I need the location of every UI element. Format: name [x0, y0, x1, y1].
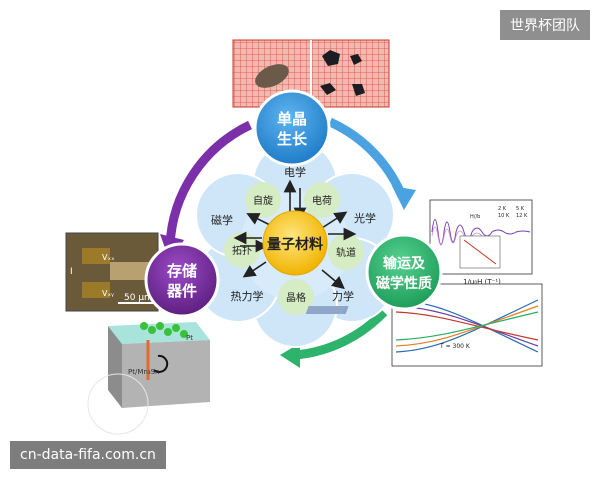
plot-top-legend-2: 10 K: [498, 213, 510, 219]
arc-green: [295, 308, 388, 360]
prop-lattice: 晶格: [286, 291, 306, 304]
plot-oscillation: H//b 2 K 5 K 10 K 12 K 1/μ₀H (T⁻¹): [429, 199, 533, 286]
svg-text:Pt/Mn₃Sn: Pt/Mn₃Sn: [128, 368, 160, 376]
prop-optical: 光学: [354, 211, 376, 225]
node-transport-line2: 磁学性质: [376, 275, 432, 292]
node-device-line1: 存储: [167, 262, 197, 280]
inner-bubbles: [224, 182, 364, 315]
node-transport-line1: 输运及: [383, 255, 426, 272]
prop-magnetic: 磁学: [211, 213, 233, 227]
node-growth-line1: 单晶: [277, 110, 307, 128]
bubble-spin: [245, 182, 281, 218]
plot-top-legend-1: 5 K: [516, 206, 525, 212]
device-photo: I Vₓₓ Vₓᵧ 50 μm: [65, 232, 159, 312]
svg-text:Vₓₓ: Vₓₓ: [102, 253, 115, 262]
bubble-lattice: [278, 279, 314, 315]
arc-blue-head: [392, 186, 416, 210]
center-circle: [262, 210, 328, 276]
watermark-bottom: cn-data-fifa.com.cn: [10, 441, 166, 469]
plot-top-xlabel: 1/μ₀H (T⁻¹): [463, 278, 501, 286]
node-device: 存储 器件: [144, 242, 220, 318]
bubble-charge: [304, 182, 340, 218]
node-growth: 单晶 生长: [253, 89, 331, 167]
node-device-line2: 器件: [166, 282, 197, 300]
prop-spin: 自旋: [253, 194, 273, 207]
plot-bottom-annotation: T = 300 K: [439, 343, 471, 350]
prop-orbital: 轨道: [336, 246, 356, 259]
arc-green-head: [280, 343, 300, 368]
node-transport: 输运及 磁学性质: [365, 233, 443, 311]
svg-text:I: I: [70, 267, 73, 277]
plot-top-legend-3: 12 K: [516, 213, 528, 219]
svg-text:Pt: Pt: [186, 334, 193, 342]
device-scale-bar: 50 μm: [124, 293, 153, 303]
bubble-orbital: [328, 234, 364, 270]
node-growth-line2: 生长: [277, 130, 308, 148]
plot-top-nd: H//b: [470, 214, 480, 220]
prop-mechanical: 力学: [332, 289, 354, 303]
watermark-top: 世界杯团队: [500, 10, 590, 40]
prop-electric: 电学: [284, 165, 306, 179]
property-labels: 电学 电荷 光学 轨道 力学 晶格 热力学 拓扑 磁学 自旋: [211, 165, 376, 304]
arc-purple: [165, 120, 252, 247]
center-arrows: [233, 179, 357, 290]
prop-thermo: 热力学: [231, 289, 264, 303]
prop-charge: 电荷: [312, 194, 332, 207]
faint-circle: [87, 373, 149, 435]
svg-text:Vₓᵧ: Vₓᵧ: [102, 289, 114, 298]
bubble-topology: [224, 232, 260, 268]
plot-top-legend-0: 2 K: [498, 206, 507, 212]
arc-blue: [328, 117, 407, 198]
prop-topology: 拓扑: [232, 244, 252, 257]
device-cube: Pt Pt/Mn₃Sn: [108, 322, 210, 408]
center-label: 量子材料: [267, 236, 323, 253]
